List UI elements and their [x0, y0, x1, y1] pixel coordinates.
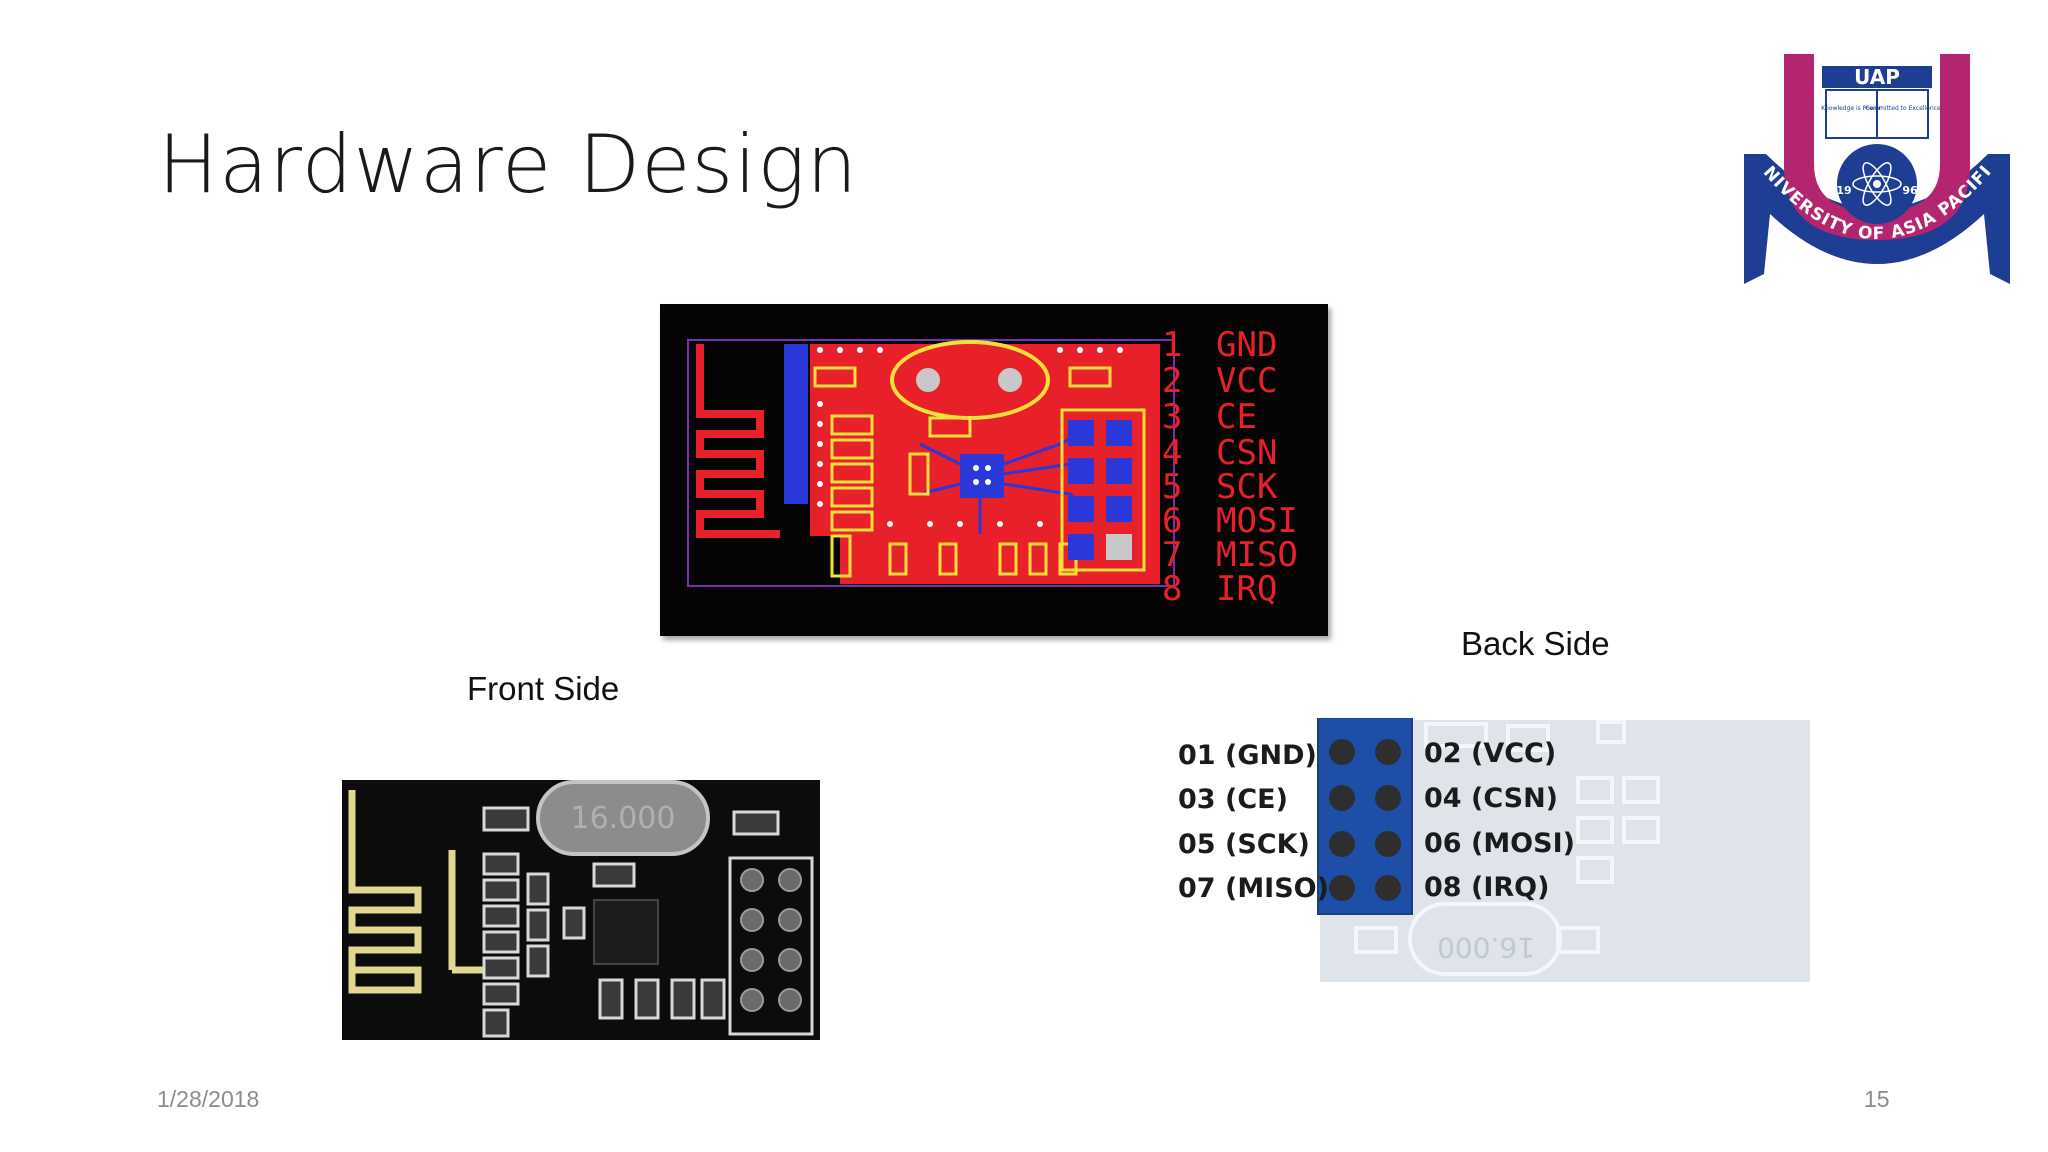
pcb-pin-num-6: 6	[1162, 501, 1182, 541]
pin-label-06: 06 (MOSI)	[1424, 828, 1575, 859]
pcb-pin-num-3: 3	[1162, 397, 1182, 437]
pcb-pin-name-1: GND	[1216, 325, 1277, 365]
pin-label-04: 04 (CSN)	[1424, 783, 1559, 814]
pin-label-02: 02 (VCC)	[1424, 738, 1557, 769]
front-crystal-text: 16.000	[571, 801, 676, 836]
front-side-photo: 16.000	[342, 780, 820, 1040]
logo-book-right: Committed to Excellence	[1865, 105, 1941, 112]
slide-page-number: 15	[1864, 1086, 1890, 1112]
back-side-photo: 16.000 01 (GND) 03 (CE) 05 (SCK) 07 (MIS…	[1178, 718, 1814, 988]
pcb-pin-num-2: 2	[1162, 361, 1182, 401]
pin-label-03: 03 (CE)	[1178, 784, 1288, 815]
pcb-pin-name-7: MISO	[1216, 535, 1298, 575]
pin-label-05: 05 (SCK)	[1178, 829, 1310, 860]
pcb-layout-diagram: 1 GND 2 VCC 3 CE 4 CSN 5 SCK 6 MOSI 7 MI…	[660, 304, 1328, 636]
front-side-caption: Front Side	[467, 670, 620, 707]
pcb-pin-name-3: CE	[1216, 397, 1257, 437]
pin-label-07: 07 (MISO)	[1178, 873, 1329, 904]
logo-year-left: 19	[1836, 184, 1851, 197]
pcb-pin-num-8: 8	[1162, 569, 1182, 609]
pcb-pin-num-1: 1	[1162, 325, 1182, 365]
pcb-pin-name-2: VCC	[1216, 361, 1277, 401]
logo-book-left: Knowledge is Power	[1821, 105, 1881, 112]
pin-label-08: 08 (IRQ)	[1424, 872, 1550, 903]
pcb-pin-name-6: MOSI	[1216, 501, 1298, 541]
pcb-pin-name-8: IRQ	[1216, 569, 1277, 609]
logo-acronym: UAP	[1854, 65, 1900, 89]
back-crystal-text: 16.000	[1437, 931, 1535, 964]
pin-label-01: 01 (GND)	[1178, 740, 1317, 771]
pcb-pin-name-4: CSN	[1216, 433, 1277, 473]
slide-title: Hardware Design	[158, 118, 859, 211]
pcb-pin-num-5: 5	[1162, 467, 1182, 507]
pcb-pin-name-5: SCK	[1216, 467, 1278, 507]
back-side-caption: Back Side	[1461, 625, 1610, 662]
logo-year-right: 96	[1902, 184, 1918, 197]
university-logo: UAP Knowledge is Power Committed to Exce…	[1744, 54, 2010, 284]
pcb-pin-num-7: 7	[1162, 535, 1182, 575]
slide-date: 1/28/2018	[157, 1086, 260, 1112]
pcb-pin-num-4: 4	[1162, 433, 1182, 473]
